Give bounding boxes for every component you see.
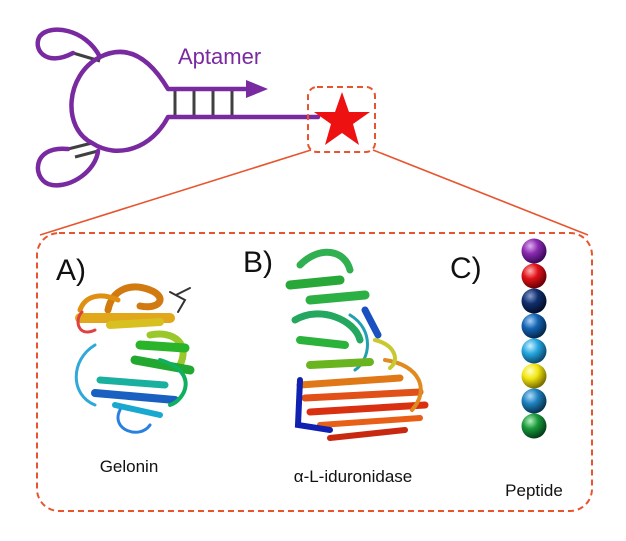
iduronidase-structure-icon	[285, 248, 429, 441]
hairpin-loop-bottom	[35, 146, 101, 188]
aptamer-main-loop	[69, 54, 103, 146]
payload-panels-box	[36, 232, 593, 512]
gelonin-structure-icon	[74, 283, 195, 434]
aptamer-label: Aptamer	[178, 44, 261, 69]
aptamer-structure: Aptamer	[35, 27, 321, 188]
zoom-line-right	[372, 149, 589, 236]
payload-dashed-box	[307, 86, 376, 153]
peptide-bead-red	[521, 263, 547, 289]
aptamer-lower-strand	[89, 114, 321, 153]
peptide-bead-green	[521, 413, 547, 439]
zoom-line-left	[39, 149, 312, 236]
panel-b-letter: B)	[243, 246, 273, 279]
payload-star-icon	[314, 92, 370, 145]
panel-c-peptide: C) Peptide	[450, 238, 563, 500]
aptamer-arrow-head	[246, 80, 268, 98]
panel-c-letter: C)	[450, 252, 482, 285]
panel-a-caption: Gelonin	[100, 457, 159, 476]
panel-a-gelonin: A) Gelonin	[56, 254, 195, 476]
peptide-bead-blue	[521, 313, 547, 339]
payload	[39, 86, 589, 236]
panel-a-letter: A)	[56, 254, 86, 287]
panel-c-caption: Peptide	[505, 481, 563, 500]
hairpin-loop-top	[35, 27, 103, 61]
peptide-bead-navy	[521, 288, 547, 314]
peptide-bead-yellow	[521, 363, 547, 389]
panel-b-caption: α-L-iduronidase	[294, 467, 413, 486]
stem-base-pairs	[67, 51, 234, 159]
panel-b-iduronidase: B) α-L-iduronidase	[243, 246, 429, 486]
peptide-bead-chain	[521, 238, 547, 439]
peptide-bead-blue-2	[521, 388, 547, 414]
aptamer-upper-strand	[97, 49, 253, 92]
peptide-bead-cyan	[521, 338, 547, 364]
peptide-bead-purple	[521, 238, 547, 264]
